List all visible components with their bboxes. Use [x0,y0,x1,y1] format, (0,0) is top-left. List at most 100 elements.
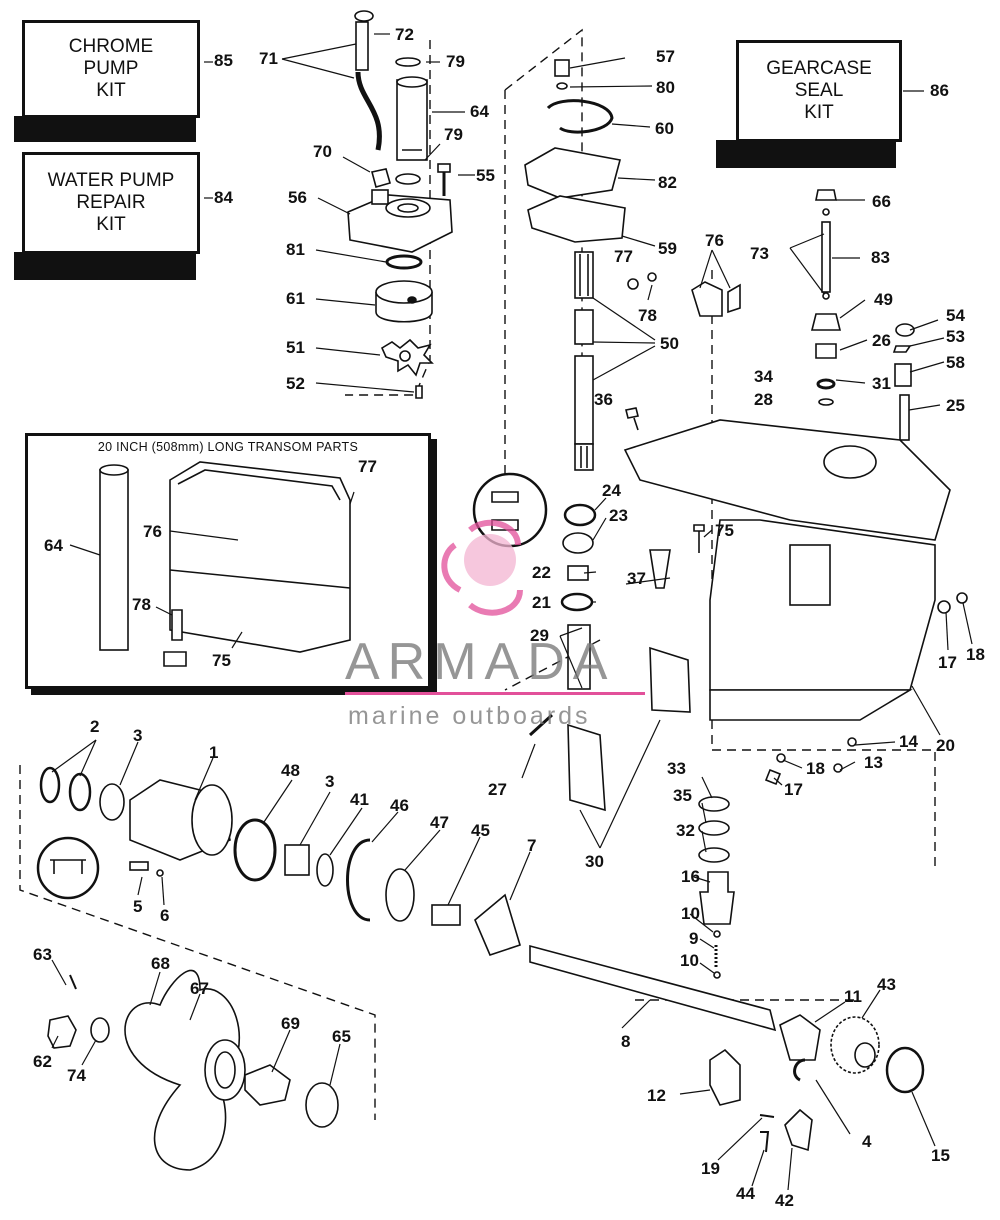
callout-63: 63 [33,945,52,964]
thrust-hub-65 [305,1082,339,1128]
pin-63 [69,974,77,990]
callout-81: 81 [286,240,305,259]
bearing-35 [698,820,730,836]
callout-27: 27 [488,780,507,799]
callout-37: 37 [627,569,646,588]
callout-14: 14 [899,732,918,751]
shift-lever-12 [709,1048,741,1106]
drive-shaft-50 [574,251,594,471]
watermark-logo-icon [441,519,523,616]
ring-46 [346,838,371,922]
gear-7 [474,893,521,956]
bracket-76 [691,281,723,317]
callout-84: 84 [214,188,233,207]
pump-tube-71 [354,10,382,151]
cradle-42 [784,1108,813,1152]
watermark-brand: ARMADA [345,633,616,691]
callout-10-upper: 10 [681,904,700,923]
grommet-54 [895,323,915,337]
callout-28: 28 [754,390,773,409]
callout-82: 82 [658,173,677,192]
grommet-57 [554,59,570,77]
callout-23: 23 [609,506,628,525]
callout-62: 62 [33,1052,52,1071]
inset-screw-78 [171,609,183,641]
washer-28 [818,398,834,406]
callout-36: 36 [594,390,613,409]
pump-outlet-tube-64 [395,57,428,185]
o-ring-80 [556,82,568,90]
seal-24 [563,503,597,527]
callout-33: 33 [667,759,686,778]
pump-housing-56 [347,189,453,253]
propeller-68 [124,969,246,1171]
callout-79-lower: 79 [444,125,463,144]
washer-78 [647,272,657,282]
callout-68: 68 [151,954,170,973]
callout-71: 71 [259,49,278,68]
screw-36 [625,407,639,431]
impeller-housing-61 [375,280,433,323]
callout-12: 12 [647,1086,666,1105]
callout-13: 13 [864,753,883,772]
callout-75: 75 [715,521,734,540]
inset-callout-64: 64 [44,536,63,555]
rod-83 [821,221,831,293]
bearing-29 [567,624,591,690]
callout-43: 43 [877,975,896,994]
clutch-dog-11 [779,1014,821,1061]
callout-22: 22 [532,563,551,582]
callout-83: 83 [871,248,890,267]
callout-51: 51 [286,338,305,357]
bearing-3b [284,844,310,876]
bearing-23 [562,532,594,554]
callout-80: 80 [656,78,675,97]
callout-35: 35 [673,786,692,805]
callout-29: 29 [530,626,549,645]
callout-3-left: 3 [133,726,143,745]
callout-41: 41 [350,790,369,809]
callout-3-right: 3 [325,772,335,791]
washer-74 [90,1017,110,1043]
callout-50: 50 [660,334,679,353]
grommet-70 [371,168,391,188]
propeller-shaft-8 [529,944,777,1032]
inset-callout-75: 75 [212,651,231,670]
pin-4 [793,1058,806,1082]
callout-66: 66 [872,192,891,211]
screw-5 [129,861,149,871]
pin-19 [759,1114,775,1118]
screw-77 [627,278,639,290]
callout-78: 78 [638,306,657,325]
callout-85: 85 [214,51,233,70]
ball-10a [713,930,721,938]
callout-74: 74 [67,1066,86,1085]
inset-callout-76: 76 [143,522,162,541]
bushing-58 [894,363,912,387]
callout-17-lower: 17 [784,780,803,799]
callout-17-upper: 17 [938,653,957,672]
seal-2b [68,772,92,812]
callout-11: 11 [844,987,862,1006]
callout-18-lower: 18 [806,759,825,778]
bearing-carrier-1 [129,779,233,861]
callout-64: 64 [470,102,489,121]
callout-46: 46 [390,796,409,815]
callout-59: 59 [658,239,677,258]
callout-45: 45 [471,821,490,840]
callout-73: 73 [750,244,769,263]
seal-2a [39,766,61,804]
nut-26 [815,343,837,359]
gasket-59 [527,195,626,243]
callout-21: 21 [532,593,551,612]
callout-6: 6 [160,906,170,925]
callout-61: 61 [286,289,305,308]
thrust-washer-47 [385,868,415,922]
spacer-69 [244,1064,291,1106]
seal-detail [36,836,100,900]
callout-32: 32 [676,821,695,840]
callout-55: 55 [476,166,495,185]
bearing-15 [885,1046,925,1094]
plate-82 [524,147,621,199]
